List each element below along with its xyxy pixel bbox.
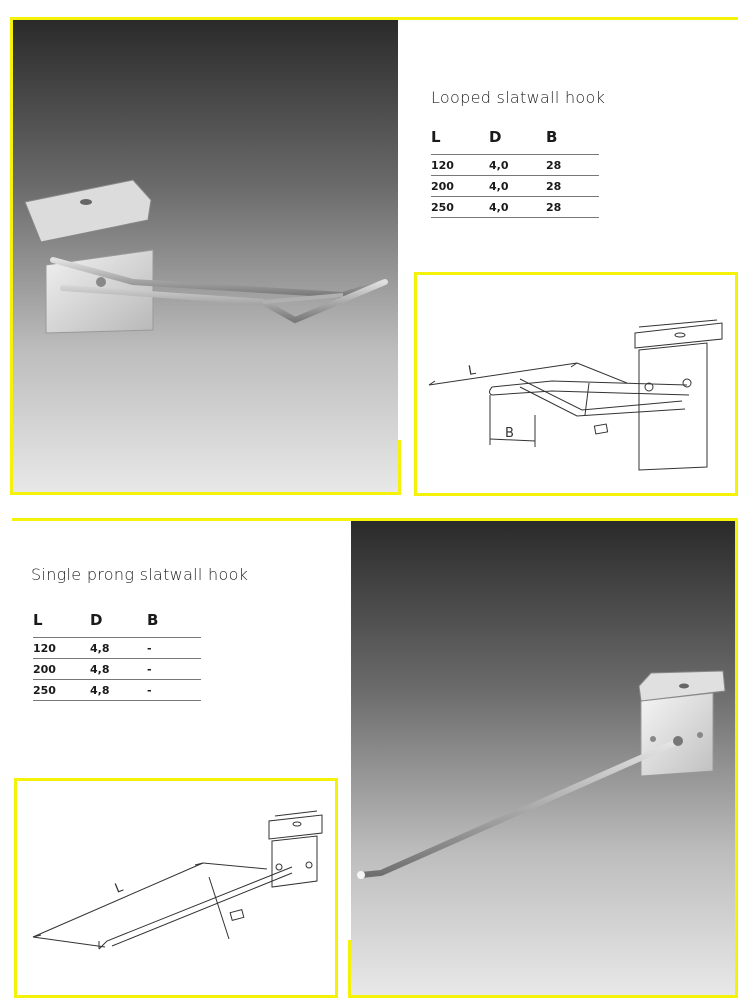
frame-line — [414, 272, 738, 275]
cell-l: 120 — [431, 154, 489, 176]
frame-line — [414, 272, 417, 496]
cell-l: 250 — [33, 679, 90, 701]
cell-b: 28 — [546, 175, 599, 197]
frame-line — [335, 778, 338, 998]
diagram-label-l: L — [113, 880, 126, 897]
frame-line — [12, 518, 738, 521]
cell-d: 4,0 — [489, 196, 546, 218]
cell-d: 4,8 — [90, 679, 147, 701]
cell-d: 4,8 — [90, 658, 147, 680]
single-prong-photo — [351, 521, 735, 995]
diagram-label-l: L — [467, 363, 477, 379]
single-prong-diagram: L — [32, 810, 323, 950]
frame-line — [14, 995, 338, 998]
cell-l: 200 — [33, 658, 90, 680]
cell-b: - — [147, 637, 201, 659]
cell-b: - — [147, 658, 201, 680]
frame-line — [14, 778, 17, 998]
frame-line — [10, 17, 13, 495]
column-header-l: L — [431, 128, 441, 146]
column-header-b: B — [546, 128, 558, 146]
frame-line — [414, 493, 738, 496]
frame-line — [735, 272, 738, 496]
cell-d: 4,0 — [489, 175, 546, 197]
table-row: 250 4,0 28 — [431, 196, 599, 218]
cell-b: 28 — [546, 154, 599, 176]
frame-line — [14, 778, 338, 781]
looped-title: Looped slatwall hook — [431, 88, 606, 107]
table-row: 200 4,0 28 — [431, 175, 599, 197]
column-header-d: D — [489, 128, 502, 146]
table-row: 120 4,8 - — [33, 637, 201, 659]
diagram-label-b: B — [505, 426, 514, 441]
frame-line — [348, 940, 351, 998]
looped-hook-photo — [13, 20, 398, 492]
looped-hook-render — [24, 179, 388, 334]
cell-d: 4,0 — [489, 154, 546, 176]
column-header-b: B — [147, 611, 159, 629]
cell-l: 250 — [431, 196, 489, 218]
table-row: 200 4,8 - — [33, 658, 201, 680]
frame-line — [10, 17, 738, 20]
single-title: Single prong slatwall hook — [31, 565, 249, 584]
frame-line — [348, 995, 738, 998]
column-header-d: D — [90, 611, 103, 629]
cell-d: 4,8 — [90, 637, 147, 659]
cell-l: 120 — [33, 637, 90, 659]
table-row: 250 4,8 - — [33, 679, 201, 701]
single-prong-render — [357, 670, 726, 879]
frame-line — [735, 518, 738, 998]
column-header-l: L — [33, 611, 43, 629]
frame-line — [10, 492, 400, 495]
cell-l: 200 — [431, 175, 489, 197]
looped-hook-diagram: L B — [428, 319, 723, 471]
cell-b: - — [147, 679, 201, 701]
cell-b: 28 — [546, 196, 599, 218]
table-header-row: L D B — [431, 128, 599, 155]
single-spec-table: L D B 120 4,8 - 200 4,8 - 250 4,8 - — [33, 611, 201, 701]
table-header-row: L D B — [33, 611, 201, 638]
looped-spec-table: L D B 120 4,0 28 200 4,0 28 250 4,0 28 — [431, 128, 599, 218]
frame-line — [398, 440, 401, 495]
table-row: 120 4,0 28 — [431, 154, 599, 176]
